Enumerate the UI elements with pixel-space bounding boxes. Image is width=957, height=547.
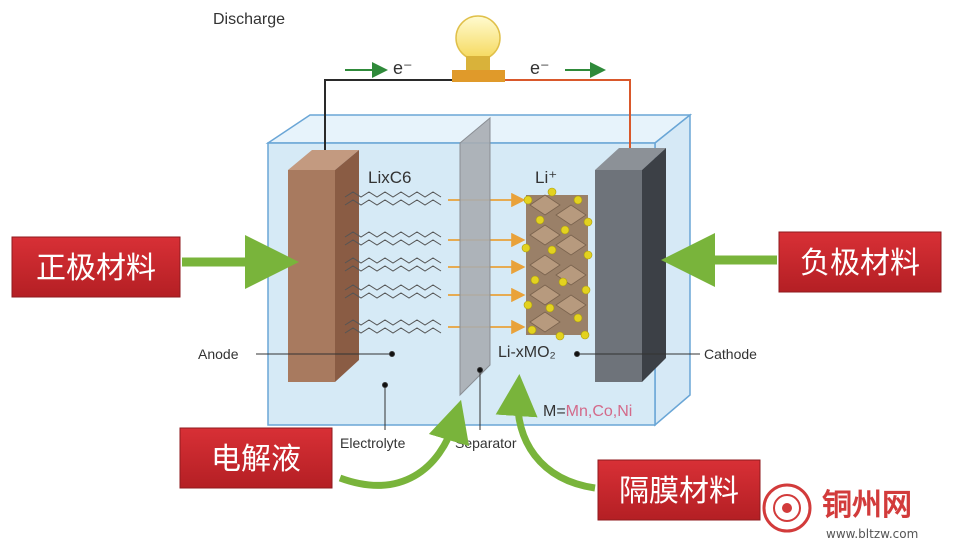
leader-lines (256, 351, 700, 430)
watermark-logo-icon (762, 483, 812, 533)
callout-left-top-text: 正极材料 (36, 251, 156, 286)
callout-right-top: 负极材料 (778, 231, 942, 293)
watermark-name: 铜州网 (822, 488, 912, 523)
callout-right-bottom-text: 隔膜材料 (619, 474, 739, 509)
external-circuit (324, 79, 631, 170)
green-arrow-left-bottom (338, 399, 470, 489)
separator-label: Separator (455, 435, 517, 451)
metal-note: M=Mn,Co,Ni (543, 403, 632, 420)
cathode-compound-label: Li-xMO₂ (498, 344, 556, 361)
electron-label-left: e⁻ (393, 58, 413, 78)
mode-title: Discharge (213, 11, 285, 28)
watermark-url: www.bltzw.com (826, 527, 918, 541)
callout-right-top-text: 负极材料 (800, 246, 920, 281)
anode-compound-label: LixC6 (368, 168, 411, 187)
metal-note-metals: Mn,Co,Ni (566, 403, 633, 420)
callout-right-bottom: 隔膜材料 (597, 459, 761, 521)
anode-plate (288, 150, 359, 382)
cathode-plate (595, 148, 666, 382)
callout-left-top: 正极材料 (11, 236, 181, 298)
callout-left-bottom-text: 电解液 (211, 442, 301, 477)
electrolyte-label: Electrolyte (340, 435, 406, 451)
metal-note-prefix: M= (543, 403, 566, 420)
separator-membrane (459, 116, 491, 397)
graphite-layers (344, 191, 442, 334)
green-arrow-right-bottom (495, 374, 596, 492)
electron-label-right: e⁻ (530, 58, 550, 78)
cathode-crystal (521, 187, 593, 341)
cation-label: Li⁺ (535, 168, 557, 187)
cathode-label: Cathode (704, 346, 757, 362)
anode-label: Anode (198, 346, 239, 362)
callout-left-bottom: 电解液 (179, 427, 333, 489)
light-bulb-icon (452, 15, 505, 82)
watermark: 铜州网 www.bltzw.com (762, 483, 918, 541)
